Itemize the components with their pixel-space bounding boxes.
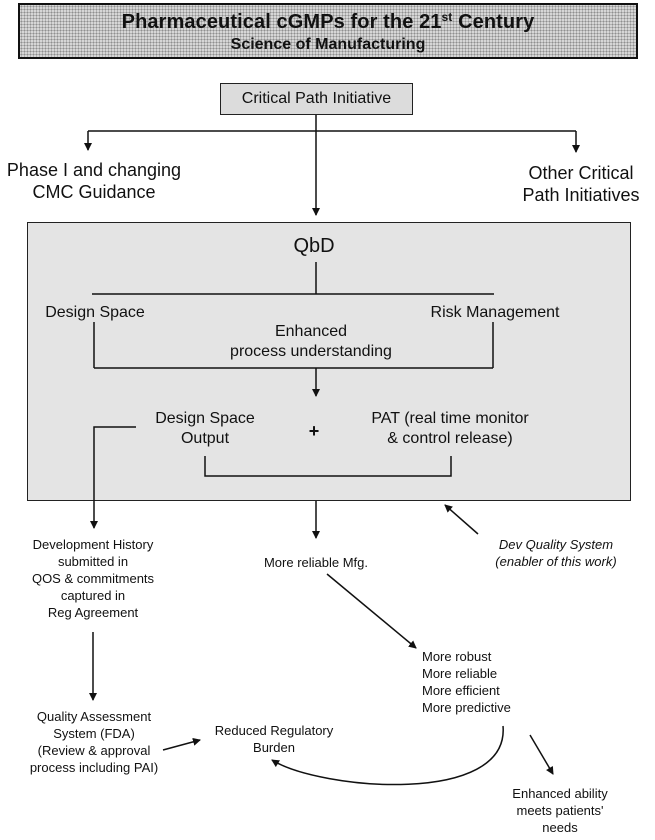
arrow-to-enhanced-ability [529, 734, 554, 775]
arrow-to-reduced-burden [162, 737, 201, 751]
title-superscript: st [441, 10, 453, 24]
quality-assessment-label: Quality Assessment System (FDA) (Review … [8, 708, 180, 776]
enhanced-line2: process understanding [230, 343, 392, 360]
title-banner: Pharmaceutical cGMPs for the 21st Centur… [18, 3, 638, 59]
dso-line1: Design Space [155, 410, 255, 427]
qa-line3: (Review & approval [37, 743, 151, 758]
qa-line1: Quality Assessment [36, 709, 152, 724]
phase-one-line2: CMC Guidance [32, 182, 156, 202]
pat-line2: & control release) [387, 430, 513, 447]
more-reliable-mfg-label: More reliable Mfg. [263, 555, 369, 570]
ability-line3: needs [542, 820, 578, 835]
enhanced-ability-label: Enhanced ability meets patients' needs [490, 785, 630, 836]
qa-line2: System (FDA) [53, 726, 135, 741]
dso-line2: Output [180, 430, 230, 447]
list-item: More efficient [422, 683, 500, 698]
qbd-box [27, 222, 631, 501]
reduced-regulatory-burden-label: Reduced Regulatory Burden [196, 722, 352, 756]
ability-line2: meets patients' [516, 803, 604, 818]
dev-quality-line2: (enabler of this work) [495, 554, 617, 569]
phase-one-cmc-label: Phase I and changing CMC Guidance [4, 159, 184, 203]
title-text-end: Century [452, 11, 535, 33]
plus-sign: + [308, 421, 320, 441]
more-benefits-list: More robust More reliable More efficient… [422, 648, 562, 716]
pat-line1: PAT (real time monitor [371, 410, 529, 427]
dev-quality-system-label: Dev Quality System (enabler of this work… [472, 536, 640, 570]
qa-line4: process including PAI) [29, 760, 159, 775]
development-history-label: Development History submitted in QOS & c… [8, 536, 178, 621]
dev-history-line2: submitted in [57, 554, 129, 569]
dev-history-line3: QOS & commitments [31, 571, 155, 586]
pat-label: PAT (real time monitor & control release… [335, 409, 565, 449]
list-item: More robust [422, 649, 492, 664]
dev-history-line4: captured in [60, 588, 126, 603]
ability-line1: Enhanced ability [512, 786, 608, 801]
design-space-label: Design Space [45, 304, 145, 321]
other-critical-line1: Other Critical [528, 163, 634, 183]
diagram-title: Pharmaceutical cGMPs for the 21st Centur… [20, 11, 636, 34]
arrow-from-dev-quality [444, 504, 479, 535]
list-item: More reliable [422, 666, 498, 681]
enhanced-process-understanding-label: Enhanced process understanding [198, 322, 424, 362]
dev-history-line1: Development History [32, 537, 154, 552]
other-critical-path-label: Other Critical Path Initiatives [506, 162, 655, 206]
other-critical-line2: Path Initiatives [522, 185, 640, 205]
dev-quality-line1: Dev Quality System [498, 537, 614, 552]
critical-path-initiative-box: Critical Path Initiative [220, 83, 413, 115]
dso-connector [90, 426, 136, 529]
output-bracket [204, 456, 452, 477]
risk-management-label: Risk Management [430, 304, 560, 321]
qbd-title: QbD [293, 235, 335, 257]
dev-history-line5: Reg Agreement [47, 605, 139, 620]
enhanced-line1: Enhanced [274, 323, 348, 340]
title-text: Pharmaceutical cGMPs for the 21 [121, 11, 442, 33]
curve-to-reduced-burden [271, 725, 504, 786]
list-item: More predictive [422, 700, 511, 715]
diagram-subtitle: Science of Manufacturing [230, 36, 426, 53]
phase-one-line1: Phase I and changing [6, 160, 182, 180]
reduced-line1: Reduced Regulatory [214, 723, 334, 738]
reduced-line2: Burden [253, 740, 295, 755]
design-space-output-label: Design Space Output [130, 409, 280, 449]
arrow-to-more-list [326, 573, 417, 649]
